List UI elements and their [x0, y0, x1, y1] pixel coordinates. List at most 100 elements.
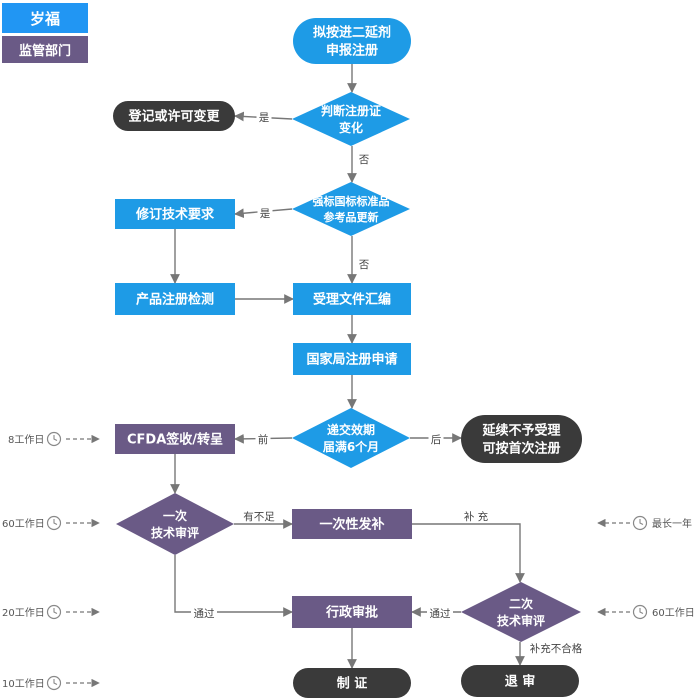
edge-label-bg — [356, 257, 372, 271]
node-label: 二次 — [509, 596, 533, 611]
node-label: 拟按进二延剂 — [313, 25, 391, 41]
timeline-right-0: 最长一年 — [597, 515, 692, 531]
node-label: 技术审评 — [497, 613, 545, 628]
clock-icon — [46, 431, 62, 447]
edge-label-bg — [257, 206, 273, 220]
node-shape — [293, 283, 411, 315]
node-label: 判断注册证 — [321, 103, 381, 118]
connector — [174, 555, 293, 617]
edge-label-yes-standard: 是 — [260, 208, 271, 220]
node-terminal-change: 登记或许可变更 — [113, 101, 235, 131]
timeline-left-0: 8工作日 — [8, 431, 100, 447]
node-shape — [292, 182, 410, 236]
edge-label-no-standard: 否 — [359, 259, 370, 271]
edge-label-supplement: 补 充 — [464, 510, 489, 523]
edge-label-yes-change: 是 — [259, 112, 270, 124]
clock-icon — [632, 604, 648, 620]
node-one-time-supplement: 一次性发补 — [292, 509, 412, 539]
node-label: 技术审评 — [151, 525, 199, 540]
node-label: 参考品更新 — [324, 210, 379, 224]
node-product-testing: 产品注册检测 — [115, 283, 235, 315]
node-label: 可按首次注册 — [482, 441, 560, 457]
node-label: 强标国标标准品 — [313, 194, 390, 208]
edge-label-before: 前 — [258, 433, 269, 446]
department-label: 监管部门 — [19, 43, 71, 59]
node-label: 行政审批 — [325, 605, 378, 621]
connector-lines — [170, 64, 525, 669]
clock-icon — [632, 515, 648, 531]
node-shape — [115, 424, 235, 454]
node-shape — [115, 199, 235, 229]
clock-icon — [46, 675, 62, 691]
node-shape — [461, 415, 582, 463]
timeline-label: 60工作日 — [2, 518, 45, 530]
node-label: 退 审 — [505, 674, 536, 690]
connector-labels: 是否是否前后有不足补 充通过通过补充不合格 — [191, 110, 586, 655]
node-label: 变化 — [339, 120, 363, 135]
timeline-label: 10工作日 — [2, 678, 45, 690]
timeline-markers: 8工作日 60工作日 20工作日 10工作日 最长一年 60工作日 — [2, 431, 695, 691]
node-cfda-receive: CFDA签收/转呈 — [115, 424, 235, 454]
node-revise-requirements: 修订技术要求 — [115, 199, 235, 229]
node-label: 登记或许可变更 — [127, 109, 220, 125]
node-shape — [292, 596, 412, 628]
timeline-label: 最长一年 — [652, 517, 692, 530]
timeline-left-1: 60工作日 — [2, 515, 100, 531]
node-label: CFDA签收/转呈 — [127, 432, 223, 448]
node-label: 修订技术要求 — [135, 207, 215, 223]
node-shape — [293, 343, 411, 375]
timeline-left-3: 10工作日 — [2, 675, 100, 691]
node-label: 产品注册检测 — [136, 292, 214, 308]
node-label: 一次性发补 — [319, 517, 384, 533]
brand-label: 岁福 — [30, 10, 60, 28]
node-shape — [292, 509, 412, 539]
timeline-label: 60工作日 — [652, 607, 695, 619]
node-shape — [293, 668, 411, 698]
edge-label-no-change: 否 — [359, 154, 370, 166]
node-certificate: 制 证 — [293, 668, 411, 698]
node-shape — [293, 18, 411, 64]
node-label: 受理文件汇编 — [313, 292, 391, 308]
timeline-label: 8工作日 — [8, 434, 44, 446]
node-admin-approval: 行政审批 — [292, 596, 412, 628]
node-review-withdrawal: 退 审 — [461, 665, 579, 697]
edge-label-bg — [457, 509, 495, 523]
edge-label-bg — [240, 509, 278, 523]
edge-label-pass-second: 通过 — [430, 607, 451, 620]
edge-label-bg — [256, 110, 272, 124]
edge-label-insufficient: 有不足 — [243, 510, 275, 523]
node-compile-documents: 受理文件汇编 — [293, 283, 411, 315]
node-national-application: 国家局注册申请 — [293, 343, 411, 375]
node-label: 申报注册 — [326, 43, 378, 59]
clock-icon — [46, 604, 62, 620]
node-label: 制 证 — [337, 676, 368, 692]
department-badge — [2, 36, 88, 63]
node-label: 延续不予受理 — [481, 423, 560, 439]
connector — [412, 523, 525, 583]
edge-label-bg — [427, 606, 453, 620]
node-shape — [116, 493, 234, 555]
edge-label-bg — [526, 641, 586, 655]
timeline-left-2: 20工作日 — [2, 604, 100, 620]
node-label: 国家局注册申请 — [306, 352, 397, 368]
timeline-label: 20工作日 — [2, 607, 45, 619]
node-shape — [292, 92, 410, 146]
edge-label-bg — [191, 606, 217, 620]
node-label: 届满6个月 — [323, 439, 379, 454]
node-shape — [461, 582, 581, 642]
edge-label-bg — [356, 152, 372, 166]
legend: 岁福 监管部门 — [2, 3, 88, 63]
node-shape — [115, 283, 235, 315]
clock-icon — [46, 515, 62, 531]
node-label: 递交效期 — [327, 422, 375, 437]
brand-badge — [2, 3, 88, 33]
edge-label-bg — [255, 432, 271, 446]
